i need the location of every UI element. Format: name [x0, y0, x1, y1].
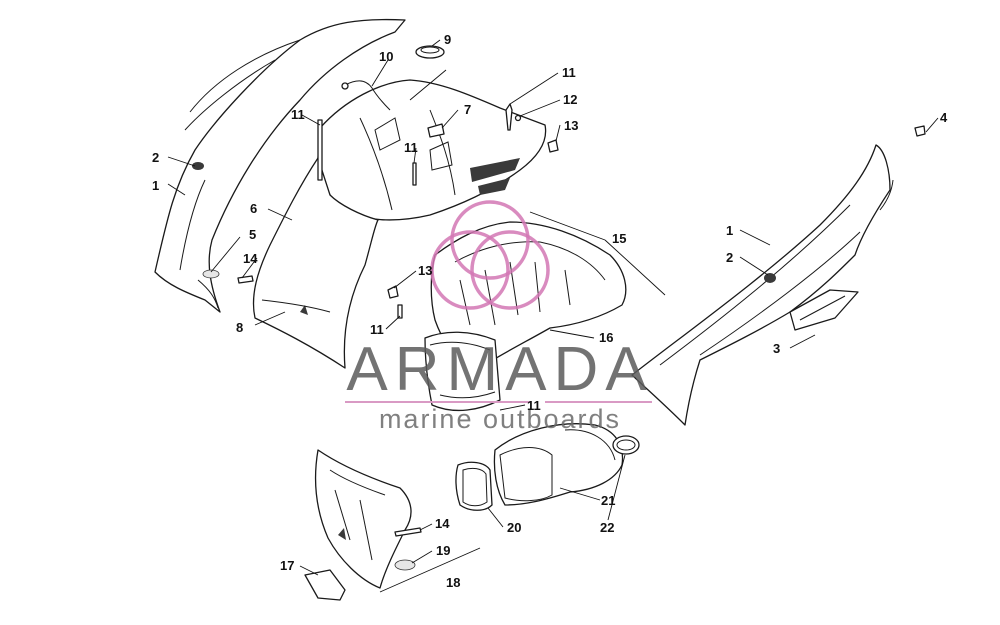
callout-11: 11 — [527, 398, 541, 413]
callout-8: 8 — [236, 320, 243, 335]
callout-11: 11 — [370, 322, 384, 337]
callout-10: 10 — [379, 49, 393, 64]
callout-11: 11 — [404, 140, 418, 155]
callout-2: 2 — [726, 250, 733, 265]
callout-13: 13 — [418, 263, 432, 278]
callout-9: 9 — [444, 32, 451, 47]
lower-front-panel — [304, 449, 422, 601]
watermark-subtitle: marine outboards — [379, 404, 621, 434]
small-hardware — [237, 45, 559, 319]
callout-14: 14 — [435, 516, 450, 531]
callout-22: 22 — [600, 520, 614, 535]
callout-16: 16 — [599, 330, 613, 345]
watermark-logo-circle-left — [430, 230, 510, 310]
callout-12: 12 — [563, 92, 577, 107]
callout-15: 15 — [612, 231, 626, 246]
callout-1: 1 — [152, 178, 159, 193]
callout-20: 20 — [507, 520, 521, 535]
callout-numbers: 1 1 2 2 3 4 5 6 7 8 9 10 11 11 11 11 11 … — [152, 32, 948, 590]
callout-11: 11 — [291, 107, 305, 122]
callout-19: 19 — [436, 543, 450, 558]
callout-17: 17 — [280, 558, 294, 573]
right-side-panel — [631, 125, 926, 426]
air-duct-assembly — [455, 423, 640, 511]
callout-14: 14 — [243, 251, 258, 266]
watermark-logo-circle-top — [450, 200, 530, 280]
watermark: ARMADA marine outboards — [345, 200, 653, 434]
callout-4: 4 — [940, 110, 948, 125]
left-side-panel — [154, 18, 406, 313]
callout-3: 3 — [773, 341, 780, 356]
front-upper-fairing — [252, 79, 547, 369]
callout-13: 13 — [564, 118, 578, 133]
callout-1: 1 — [726, 223, 733, 238]
callout-21: 21 — [601, 493, 615, 508]
callout-6: 6 — [250, 201, 257, 216]
callout-2: 2 — [152, 150, 159, 165]
storage-tray — [424, 221, 627, 412]
callout-11: 11 — [562, 65, 576, 80]
callout-18: 18 — [446, 575, 460, 590]
callout-5: 5 — [249, 227, 256, 242]
watermark-title: ARMADA — [346, 335, 653, 404]
callout-7: 7 — [464, 102, 471, 117]
watermark-logo-circle-right — [470, 230, 550, 310]
leader-lines — [167, 39, 939, 593]
